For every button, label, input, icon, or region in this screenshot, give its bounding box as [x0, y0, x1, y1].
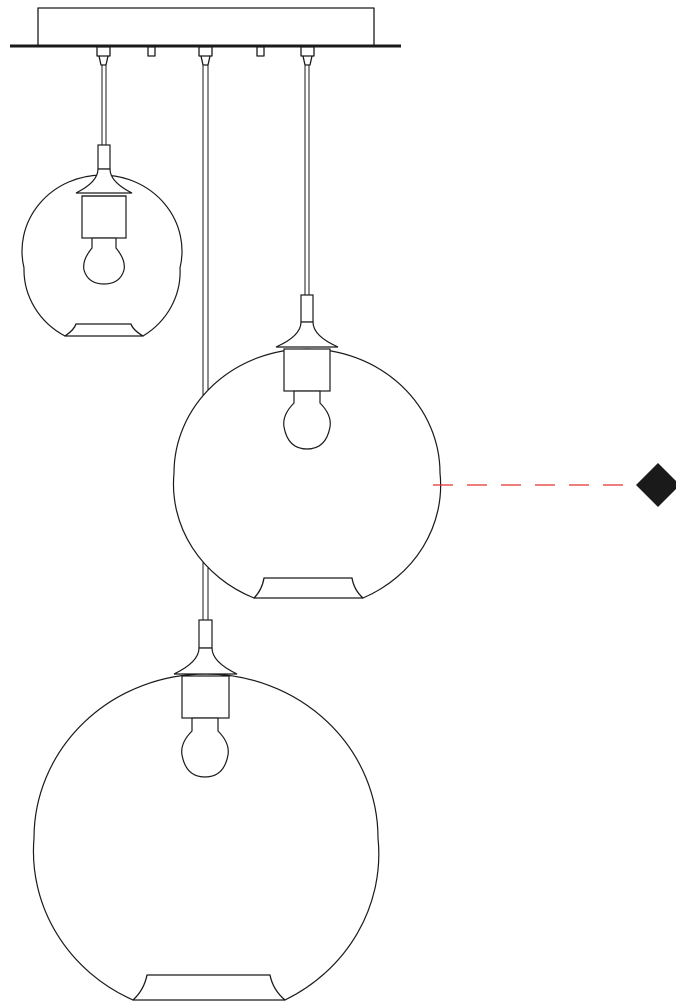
cap-small: [75, 168, 133, 194]
strain-relief-small: [97, 144, 111, 170]
cap-medium: [275, 321, 339, 348]
cap-large: [173, 647, 238, 675]
ceiling-canopy: [10, 7, 401, 66]
mount-clip: [147, 46, 156, 57]
cord-grip: [198, 46, 213, 57]
bulb-large: [181, 717, 229, 778]
globe-opening-medium: [253, 577, 364, 599]
mount-clip: [256, 46, 265, 57]
globe-large: [32, 673, 380, 1001]
bulb-small: [83, 237, 125, 285]
strain-relief-medium: [300, 294, 314, 323]
pendant-small: [21, 144, 183, 337]
socket-large: [181, 675, 230, 719]
globe-opening-small: [64, 323, 144, 337]
socket-small: [81, 195, 127, 239]
bulb-medium: [283, 390, 331, 450]
cord-grip: [300, 46, 315, 57]
socket-medium: [283, 348, 331, 392]
cord-grip-taper: [200, 55, 211, 66]
cord-grip-taper: [302, 55, 313, 66]
strain-relief-large: [198, 619, 213, 649]
cord-grip-taper: [98, 55, 109, 66]
cord-grip: [96, 46, 111, 57]
globe-medium: [172, 348, 442, 599]
pendant-medium: [172, 294, 442, 599]
canopy-box: [37, 7, 375, 47]
pendant-large: [32, 619, 380, 1001]
diamond-marker-icon: [636, 463, 676, 507]
globe-opening-large: [132, 974, 286, 1001]
callout-marker: [433, 463, 676, 507]
